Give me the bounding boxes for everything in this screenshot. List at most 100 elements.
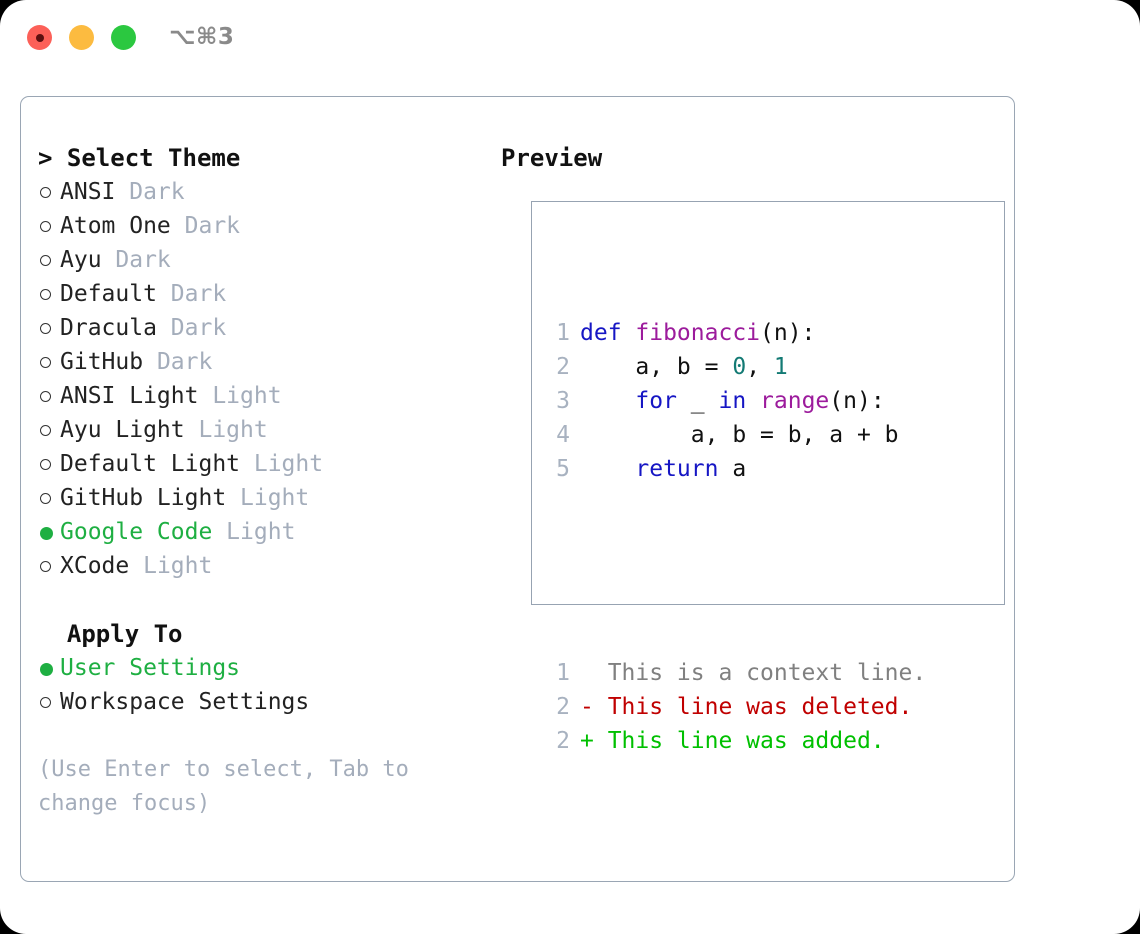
code-token-kw: for	[635, 388, 677, 414]
radio-unselected-icon[interactable]: ○	[38, 549, 60, 583]
code-token-txt	[580, 456, 635, 482]
theme-item-label: Atom One	[60, 213, 171, 239]
code-token-txt: a, b =	[580, 354, 733, 380]
theme-item-variant: Light	[184, 417, 268, 443]
theme-item-variant: Light	[226, 485, 310, 511]
code-line-text: return a	[580, 452, 746, 486]
radio-unselected-icon[interactable]: ○	[38, 277, 60, 311]
theme-item-label: Dracula	[60, 315, 157, 341]
keyboard-shortcut-label: ⌥⌘3	[169, 24, 235, 50]
radio-unselected-icon[interactable]: ○	[38, 413, 60, 447]
code-token-txt: a, b = b, a + b	[580, 422, 899, 448]
radio-unselected-icon[interactable]: ○	[38, 379, 60, 413]
diff-line-add: 2+ This line was added.	[544, 724, 926, 758]
theme-item-variant: Dark	[115, 179, 185, 205]
diff-line-text: This is a context line.	[580, 660, 927, 686]
code-line: 2 a, b = 0, 1	[544, 350, 926, 384]
window-controls	[27, 25, 136, 50]
theme-item-2[interactable]: ○Ayu Dark	[38, 243, 478, 277]
theme-item-3[interactable]: ○Default Dark	[38, 277, 478, 311]
theme-item-variant: Light	[240, 451, 324, 477]
keyboard-hint-text: (Use Enter to select, Tab to change focu…	[38, 757, 423, 816]
code-diff-separator	[544, 554, 926, 588]
code-line-text: for _ in range(n):	[580, 384, 885, 418]
radio-selected-icon[interactable]: ●	[38, 651, 60, 685]
theme-picker-column: > Select Theme ○ANSI Dark○Atom One Dark○…	[38, 141, 478, 821]
code-token-txt: (n):	[829, 388, 885, 414]
diff-line-ctx: 1 This is a context line.	[544, 656, 926, 690]
diff-line-del: 2 - This line was deleted.	[544, 690, 926, 724]
theme-item-variant: Dark	[143, 349, 213, 375]
theme-item-7[interactable]: ○Ayu Light Light	[38, 413, 478, 447]
diff-line-number: 2	[556, 694, 570, 720]
theme-item-label: Ayu Light	[60, 417, 185, 443]
theme-item-11[interactable]: ○XCode Light	[38, 549, 478, 583]
code-token-fn: range	[760, 388, 830, 414]
theme-item-9[interactable]: ○GitHub Light Light	[38, 481, 478, 515]
theme-item-label: GitHub	[60, 349, 144, 375]
code-line: 1 def fibonacci(n):	[544, 316, 926, 350]
code-token-txt	[746, 388, 760, 414]
radio-unselected-icon[interactable]: ○	[38, 481, 60, 515]
theme-item-label: XCode	[60, 553, 130, 579]
theme-item-4[interactable]: ○Dracula Dark	[38, 311, 478, 345]
code-line: 5 return a	[544, 452, 926, 486]
theme-item-label: Ayu	[60, 247, 102, 273]
apply-item-label: User Settings	[60, 655, 241, 681]
code-line: 3 for _ in range(n):	[544, 384, 926, 418]
main-panel: > Select Theme ○ANSI Dark○Atom One Dark○…	[20, 96, 1015, 882]
code-token-txt: (n):	[760, 320, 816, 346]
theme-item-8[interactable]: ○Default Light Light	[38, 447, 478, 481]
code-token-num: 0	[732, 354, 747, 380]
maximize-button-icon[interactable]	[111, 25, 136, 50]
radio-unselected-icon[interactable]: ○	[38, 447, 60, 481]
code-line-number: 4	[556, 422, 570, 448]
minimize-button-icon[interactable]	[69, 25, 94, 50]
code-line-number: 3	[556, 388, 570, 414]
code-line-number: 2	[556, 354, 570, 380]
radio-selected-icon[interactable]: ●	[38, 515, 60, 549]
theme-item-label: Default Light	[60, 451, 241, 477]
theme-item-6[interactable]: ○ANSI Light Light	[38, 379, 478, 413]
apply-to-list[interactable]: ●User Settings○Workspace Settings	[38, 651, 478, 719]
radio-unselected-icon[interactable]: ○	[38, 209, 60, 243]
diff-line-number: 2	[556, 728, 570, 754]
theme-item-variant: Dark	[156, 281, 227, 307]
theme-item-label: ANSI Light	[60, 383, 199, 409]
radio-unselected-icon[interactable]: ○	[38, 685, 60, 719]
radio-unselected-icon[interactable]: ○	[38, 345, 60, 379]
code-token-kw: in	[718, 388, 747, 414]
theme-item-variant: Light	[129, 553, 213, 579]
code-token-num: 1	[773, 354, 788, 380]
diff-block: 1 This is a context line. 2 - This line wa…	[544, 656, 926, 758]
theme-item-label: Google Code	[60, 519, 213, 545]
code-line-number: 1	[556, 320, 570, 346]
theme-item-label: Default	[60, 281, 157, 307]
theme-item-1[interactable]: ○Atom One Dark	[38, 209, 478, 243]
radio-unselected-icon[interactable]: ○	[38, 175, 60, 209]
code-line: 4 a, b = b, a + b	[544, 418, 926, 452]
diff-line-text: - This line was deleted.	[580, 694, 913, 720]
theme-list[interactable]: ○ANSI Dark○Atom One Dark○Ayu Dark○Defaul…	[38, 175, 478, 583]
code-token-fn: fibonacci	[635, 320, 761, 346]
apply-item-1[interactable]: ○Workspace Settings	[38, 685, 478, 719]
code-line-text: a, b = b, a + b	[580, 418, 899, 452]
radio-unselected-icon[interactable]: ○	[38, 311, 60, 345]
theme-item-10[interactable]: ●Google Code Light	[38, 515, 478, 549]
apply-to-heading: Apply To	[38, 620, 183, 648]
theme-item-5[interactable]: ○GitHub Dark	[38, 345, 478, 379]
code-token-txt: a	[718, 456, 747, 482]
radio-unselected-icon[interactable]: ○	[38, 243, 60, 277]
close-button-icon[interactable]	[27, 25, 52, 50]
diff-line-number: 1	[556, 660, 570, 686]
theme-item-variant: Dark	[101, 247, 171, 273]
apply-item-label: Workspace Settings	[60, 689, 310, 715]
theme-item-0[interactable]: ○ANSI Dark	[38, 175, 478, 209]
code-token-kw: def	[580, 320, 636, 346]
theme-item-variant: Light	[212, 519, 296, 545]
theme-item-variant: Dark	[170, 213, 241, 239]
apply-item-0[interactable]: ●User Settings	[38, 651, 478, 685]
